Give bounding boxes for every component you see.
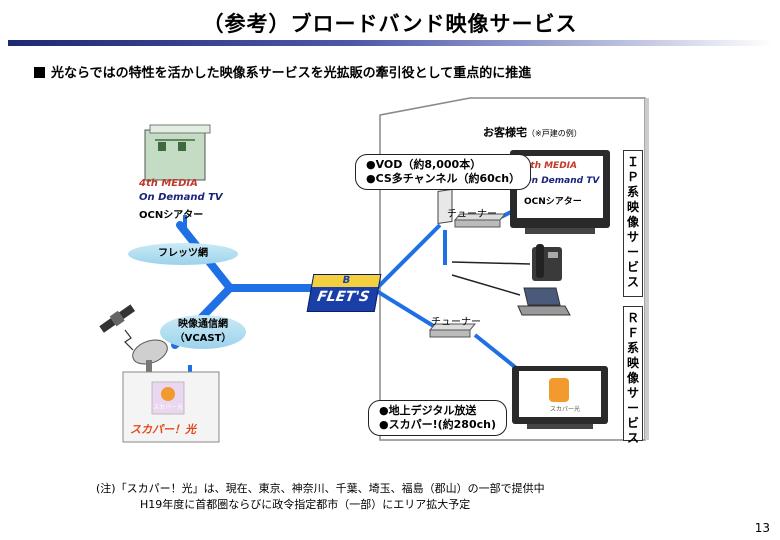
footnote-line2: H19年度に首都圏ならびに政令指定都市（一部）にエリア拡大予定 xyxy=(140,498,471,511)
house-shadow xyxy=(645,98,649,440)
satellite-icon xyxy=(99,304,136,333)
rf-service-label-text: ＲＦ系映像サービス xyxy=(626,311,639,445)
skyperfect-mascot-icon xyxy=(161,387,175,401)
tuner-bottom-icon xyxy=(428,323,477,338)
ip-callout-line1: ●VOD（約8,000本） xyxy=(366,158,482,171)
subtitle-text: 光ならではの特性を活かした映像系サービスを光拡販の牽引役として重点的に推進 xyxy=(51,66,532,81)
onu-icon xyxy=(437,188,453,225)
tuner-top-icon xyxy=(453,213,507,228)
on-demand-tv-logo: On Demand TV xyxy=(139,192,223,203)
house-label-text: お客様宅 xyxy=(483,126,527,139)
home-lan-lines xyxy=(451,261,531,296)
tuner-bottom-label: チューナー xyxy=(431,317,481,328)
ip-callout-line2: ●CS多チャンネル（約60ch） xyxy=(366,172,521,185)
tuner-top-label: チューナー xyxy=(447,209,497,220)
phone-icon xyxy=(532,244,562,281)
page-number: 13 xyxy=(754,521,770,535)
fourth-media-logo: 4th MEDIA xyxy=(139,178,198,189)
flets-logo-top: B xyxy=(312,275,381,287)
tv-ocn-theater-logo: OCNシアター xyxy=(524,197,582,207)
page-title: （参考）ブロードバンド映像サービス xyxy=(202,12,578,36)
tv-skyperfect-small-logo: スカパー光 xyxy=(550,406,581,413)
satellite-signal xyxy=(124,329,134,351)
ip-service-callout: ●VOD（約8,000本） ●CS多チャンネル（約60ch） xyxy=(355,154,532,190)
ocn-theater-logo: OCNシアター xyxy=(139,210,204,221)
tv-bottom-icon xyxy=(512,366,608,429)
house-label: お客様宅（※戸建の例） xyxy=(483,124,582,140)
footnote: (注)「スカパー！光」は、現在、東京、神奈川、千葉、埼玉、福島（郡山）の一部で提… xyxy=(96,481,545,513)
footnote-line1: (注)「スカパー！光」は、現在、東京、神奈川、千葉、埼玉、福島（郡山）の一部で提… xyxy=(96,482,545,495)
laptop-icon xyxy=(517,287,571,316)
skyperfect-small-logo: スカパー光 xyxy=(153,404,184,411)
vcast-network-label: 映像通信網 （VCAST） xyxy=(160,315,246,349)
rf-service-callout: ●地上デジタル放送 ●スカパー!(約280ch) xyxy=(368,400,507,436)
rf-callout-line2: ●スカパー!(約280ch) xyxy=(379,418,496,431)
tv-on-demand-tv-logo: On Demand TV xyxy=(524,176,600,186)
dish-icon xyxy=(132,339,168,372)
house-label-note: （※戸建の例） xyxy=(527,129,582,138)
tv-fourth-media-logo: 4th MEDIA xyxy=(524,161,577,171)
bullet-square-icon xyxy=(34,67,45,78)
skyperfect-logo: スカパー！光 xyxy=(130,423,196,436)
vcast-label-line2: （VCAST） xyxy=(174,333,232,344)
flets-network-label: フレッツ網 xyxy=(128,243,238,265)
subtitle: 光ならではの特性を活かした映像系サービスを光拡販の牽引役として重点的に推進 xyxy=(34,62,531,81)
flets-logo: B FLET'S xyxy=(306,274,382,312)
rf-service-label: ＲＦ系映像サービス xyxy=(623,306,643,445)
rf-callout-line1: ●地上デジタル放送 xyxy=(379,404,477,417)
flets-logo-text: FLET'S xyxy=(315,289,371,305)
ip-service-label: ＩＰ系映像サービス xyxy=(623,150,643,297)
server-icon xyxy=(144,124,211,181)
ip-service-label-text: ＩＰ系映像サービス xyxy=(626,155,639,289)
tv-top-icon xyxy=(510,150,610,234)
title-underline xyxy=(8,40,772,46)
vcast-label-line1: 映像通信網 xyxy=(178,319,228,330)
